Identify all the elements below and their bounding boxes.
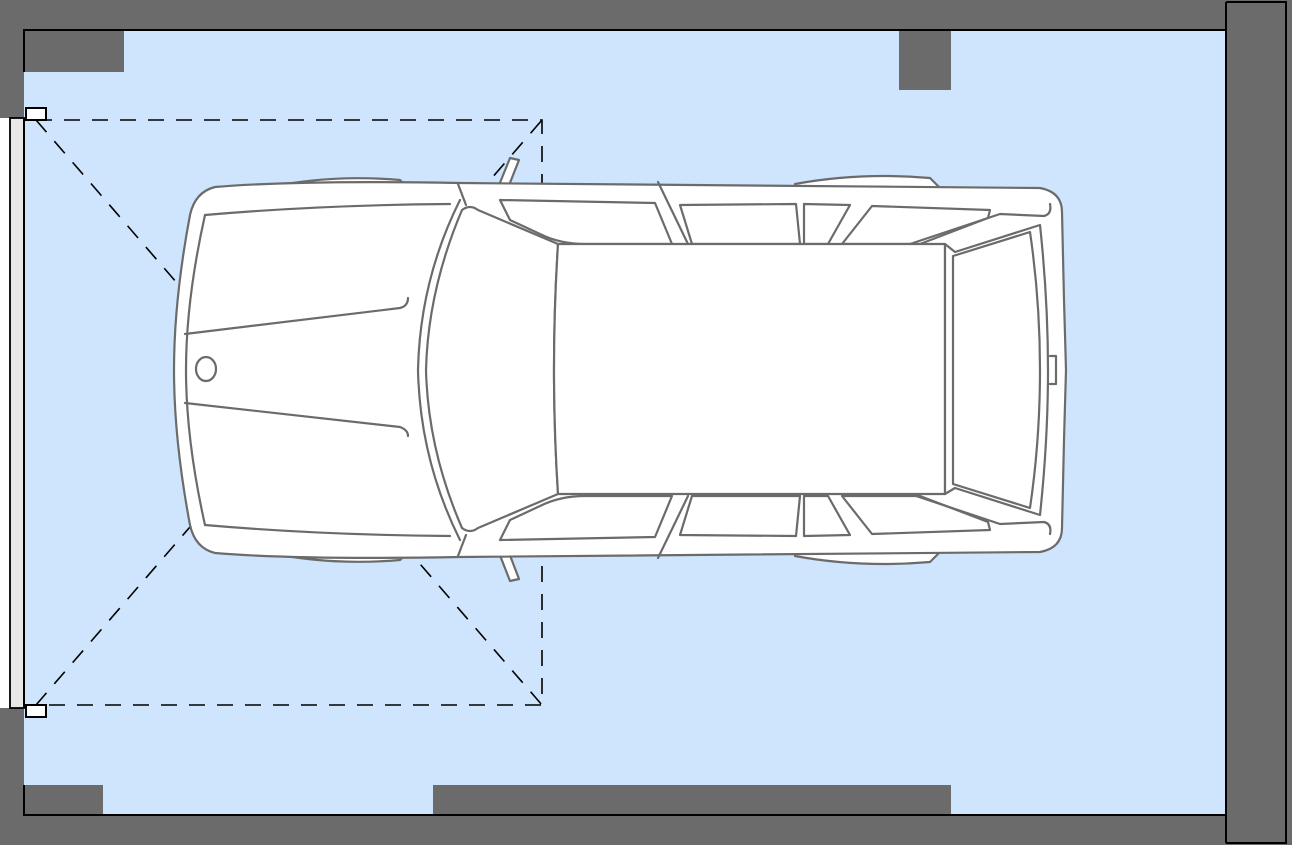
a-pillar-bottom — [456, 533, 468, 558]
wall-outer-edge — [1226, 1, 1287, 844]
side-window-middle-bottom — [678, 494, 802, 538]
side-window-front-bottom — [498, 494, 674, 542]
door-seam-top — [656, 180, 690, 246]
hood-left-edge — [184, 213, 207, 527]
rear-pillar-bottom — [908, 492, 1052, 536]
door-hinge-top — [25, 107, 47, 121]
roof — [552, 242, 947, 496]
garage-door-leaf[interactable] — [9, 117, 25, 709]
windshield — [424, 205, 560, 533]
a-pillar-top — [456, 182, 468, 207]
rear-window — [943, 223, 1050, 517]
hood-crease-bottom — [183, 401, 410, 438]
hood-emblem — [194, 355, 218, 383]
windshield-outer — [416, 198, 462, 542]
wall-top-column — [899, 0, 951, 90]
wall-left-upper — [0, 0, 24, 118]
wall-top — [0, 0, 1292, 30]
hood-outline — [203, 202, 452, 538]
car — [172, 156, 1068, 583]
hood-crease-top — [183, 296, 410, 336]
rear-pillar-top — [908, 202, 1052, 246]
door-hinge-bottom — [25, 704, 47, 718]
wall-left-lower — [0, 708, 24, 845]
side-window-rear-top — [840, 204, 992, 246]
rear-bumper — [1048, 354, 1058, 386]
side-window-rear-small-bottom — [802, 494, 852, 538]
door-seam-bottom — [656, 494, 690, 560]
tailgate-outline — [951, 230, 1042, 510]
wall-right — [1226, 0, 1292, 845]
swing-diagonal-down — [35, 119, 543, 706]
